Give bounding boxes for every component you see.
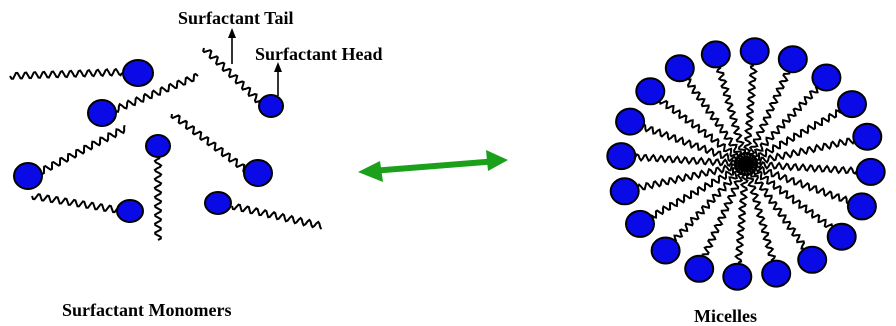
surfactant-head <box>811 63 842 92</box>
surfactant-head <box>722 262 753 291</box>
surfactant-monomers-group <box>9 47 323 241</box>
micelle-surfactant <box>684 165 747 283</box>
micelle-surfactant <box>743 166 792 288</box>
surfactant-tail <box>745 72 791 163</box>
surfactant-tail <box>202 47 265 104</box>
surfactant-monomer <box>204 191 323 230</box>
surfactant-head <box>122 59 154 87</box>
surfactant-tail <box>742 64 758 162</box>
surfactant-tail <box>39 124 126 175</box>
surfactant-head <box>615 107 646 136</box>
surfactant-monomer <box>9 59 154 87</box>
surfactant-head <box>777 45 808 74</box>
surfactant-head <box>739 37 770 66</box>
surfactant-tail <box>748 137 855 168</box>
surfactant-monomer <box>202 47 284 118</box>
micelle-surfactant <box>745 45 808 163</box>
micelle-surfactant <box>606 142 744 171</box>
surfactant-tail <box>634 153 744 168</box>
surfactant-tail <box>734 166 750 264</box>
surfactant-monomers-label: Surfactant Monomers <box>62 300 231 320</box>
surfactant-tail <box>746 165 834 229</box>
surfactant-tail <box>650 162 745 219</box>
surfactant-monomer <box>87 72 199 127</box>
surfactant-tail-label: Surfactant Tail <box>178 8 294 28</box>
micelle-surfactant <box>615 107 745 166</box>
surfactant-head <box>145 134 171 158</box>
surfactant-tail <box>747 109 842 166</box>
micelle-surfactant <box>748 122 883 168</box>
surfactant-tail <box>643 123 745 166</box>
micelle-surfactant <box>747 162 877 221</box>
surfactant-tail <box>715 66 749 162</box>
surfactant-monomer <box>31 193 144 223</box>
micelle-group <box>606 37 886 291</box>
surfactant-head <box>855 157 886 186</box>
surfactant-tail <box>747 86 819 164</box>
tail-pointer-arrow <box>228 28 236 64</box>
surfactant-head <box>826 222 857 251</box>
head-pointer-arrow <box>274 62 282 96</box>
surfactant-tail <box>637 160 744 191</box>
micelle-surfactant <box>748 157 886 186</box>
micelle-surfactant <box>722 166 753 291</box>
surfactant-head <box>116 199 144 223</box>
micelle-surfactant <box>700 40 749 162</box>
surfactant-tail <box>658 99 746 163</box>
surfactant-tail <box>673 164 745 242</box>
surfactant-tail <box>153 157 163 241</box>
surfactant-tail <box>9 67 123 80</box>
micelle-surfactant <box>747 63 842 164</box>
surfactant-monomer <box>13 124 126 190</box>
surfactant-head <box>204 191 232 215</box>
surfactant-monomer <box>170 113 273 187</box>
surfactant-tail <box>686 78 748 162</box>
surfactant-tail <box>748 160 858 175</box>
surfactant-head <box>87 99 117 127</box>
surfactant-head <box>837 90 867 119</box>
surfactant-head <box>243 159 273 187</box>
micelle-surfactant <box>650 164 745 265</box>
surfactant-head <box>797 245 828 274</box>
micelle-surfactant <box>635 77 746 163</box>
surfactant-head <box>635 77 666 106</box>
surfactant-tail <box>31 193 120 214</box>
surfactant-head <box>13 162 43 190</box>
surfactant-head <box>664 54 695 83</box>
micelle-surfactant <box>744 166 828 274</box>
surfactant-head <box>852 122 883 151</box>
surfactant-head <box>761 259 792 288</box>
micelle-surfactant <box>746 165 857 251</box>
surfactant-head <box>650 236 681 265</box>
surfactant-head <box>684 254 715 283</box>
micelle-core <box>740 158 752 170</box>
surfactant-tail <box>701 165 747 256</box>
surfactant-monomer <box>145 134 171 241</box>
micelle-surfactant <box>747 90 867 166</box>
surfactant-tail <box>170 113 246 173</box>
surfactant-tail <box>743 166 777 262</box>
micelle-surfactant <box>625 162 745 238</box>
surfactant-head <box>846 192 877 221</box>
surfactant-head <box>625 209 655 238</box>
micelle-surfactant <box>664 54 748 162</box>
surfactant-head <box>609 177 640 206</box>
surfactant-tail <box>747 162 849 205</box>
surfactant-head <box>700 40 731 69</box>
surfactant-head <box>606 142 637 171</box>
surfactant-head-label: Surfactant Head <box>255 44 383 64</box>
surfactant-head <box>258 94 284 118</box>
micelle-surfactant <box>609 160 744 206</box>
micelles-label: Micelles <box>694 306 757 326</box>
surfactant-tail <box>112 72 199 114</box>
micelle-surfactant <box>739 37 770 162</box>
surfactant-tail <box>231 203 323 230</box>
surfactant-tail <box>744 166 806 250</box>
equilibrium-arrow-icon <box>358 150 508 182</box>
